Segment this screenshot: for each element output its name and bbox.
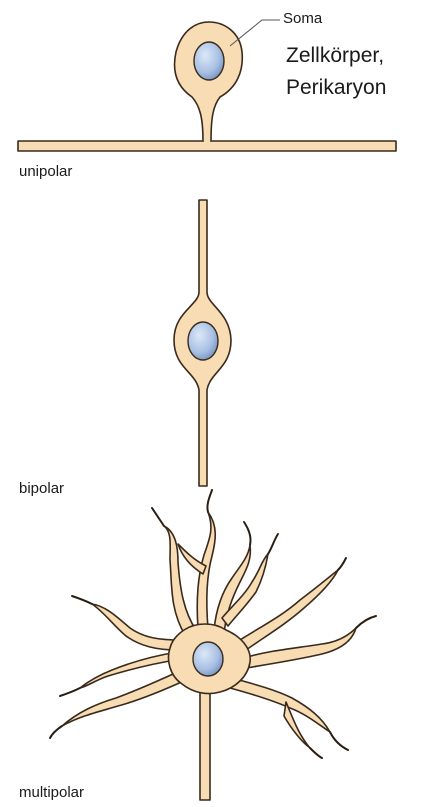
- zellkoerper-label: Zellkörper,: [286, 44, 385, 67]
- bipolar-nucleus: [187, 321, 219, 361]
- multipolar-axon: [199, 689, 211, 801]
- soma-label: Soma: [283, 10, 323, 27]
- multipolar-nucleus: [192, 641, 224, 677]
- multipolar-dendrite: [177, 543, 207, 575]
- multipolar-dendrite: [163, 525, 197, 636]
- unipolar-nucleus: [193, 41, 225, 81]
- multipolar-dendrite: [61, 669, 187, 727]
- multipolar-dendrite: [91, 603, 181, 651]
- soma-leader-line: [229, 19, 280, 47]
- unipolar-neuron: [17, 21, 397, 152]
- perikaryon-label: Perikaryon: [286, 76, 387, 99]
- multipolar-label: multipolar: [19, 784, 85, 801]
- dendrite-tips: [49, 489, 377, 759]
- unipolar-label: unipolar: [19, 163, 73, 180]
- unipolar-soma: [173, 21, 244, 142]
- multipolar-dendrite: [229, 677, 331, 733]
- bipolar-label: bipolar: [19, 480, 65, 497]
- multipolar-neuron: [61, 511, 357, 801]
- bipolar-neuron: [173, 199, 232, 487]
